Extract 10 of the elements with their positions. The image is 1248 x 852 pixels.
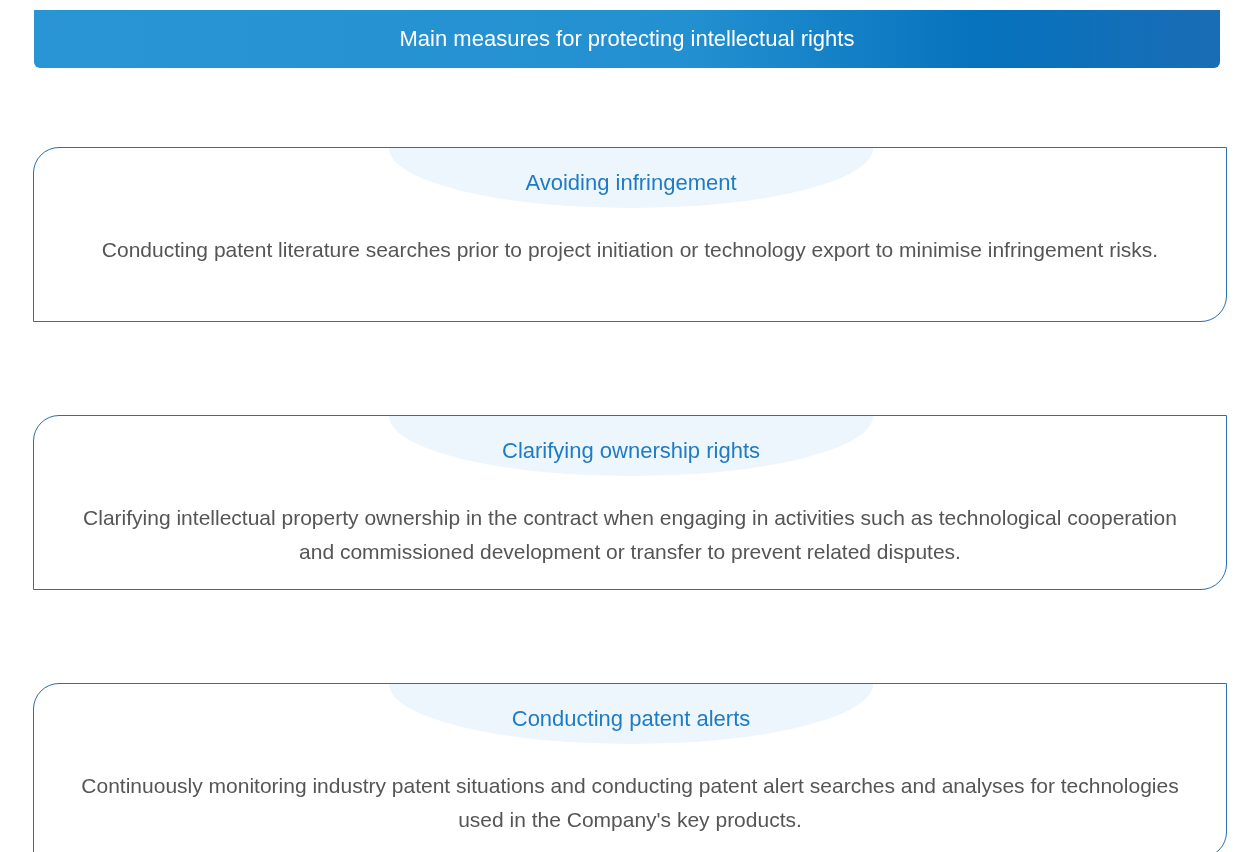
card-description: Continuously monitoring industry patent situations and conducting patent alert searches and analyses for technologies used in the Company's key products. <box>80 773 1180 833</box>
card-description: Clarifying intellectual property ownership in the contract when engaging in activities such as technological cooperation and commissioned development or transfer to prevent related disputes. <box>82 505 1178 565</box>
title-banner: Main measures for protecting intellectual rights <box>34 10 1220 68</box>
card-heading: Conducting patent alerts <box>511 705 751 732</box>
card-description: Conducting patent literature searches prior to project initiation or technology export to minimise infringement risks. <box>100 237 1160 263</box>
measure-card <box>33 683 1227 852</box>
measure-card <box>33 415 1227 590</box>
measure-card <box>33 147 1227 322</box>
card-heading: Clarifying ownership rights <box>502 437 760 464</box>
card-heading: Avoiding infringement <box>525 169 737 196</box>
